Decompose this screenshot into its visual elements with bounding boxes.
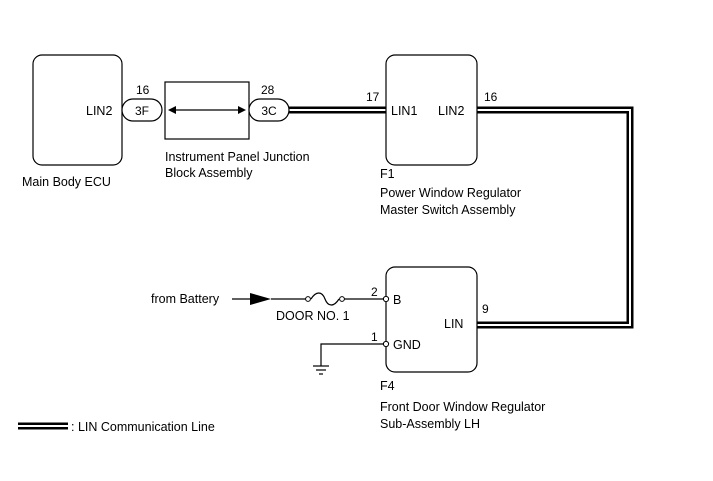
front-door-code: F4 <box>380 379 395 393</box>
main-body-ecu-pin: 16 <box>136 83 150 97</box>
master-switch-pin-17: 17 <box>366 90 380 104</box>
master-switch-box <box>385 54 478 166</box>
front-door-port-b: B <box>393 293 401 307</box>
battery-arrow-icon <box>250 293 271 305</box>
connector-3f <box>121 98 163 122</box>
fuse-icon <box>310 292 340 306</box>
connector-3c-label: 3C <box>261 104 277 118</box>
junction-block-pin: 28 <box>261 83 275 97</box>
from-battery-label: from Battery <box>151 292 220 306</box>
front-door-name-line1: Front Door Window Regulator <box>380 400 545 414</box>
terminal-gnd <box>382 340 390 348</box>
fuse-label: DOOR NO. 1 <box>276 309 350 323</box>
front-door-port-lin: LIN <box>444 317 463 331</box>
master-switch-name-line2: Master Switch Assembly <box>380 203 516 217</box>
master-switch-code: F1 <box>380 167 395 181</box>
master-switch-port-lin1: LIN1 <box>391 104 417 118</box>
junction-arrow-left-icon <box>168 106 176 114</box>
fuse-terminal-right <box>339 296 345 302</box>
terminal-b <box>382 295 390 303</box>
junction-block-name-line1: Instrument Panel Junction <box>165 150 310 164</box>
master-switch-pin-16: 16 <box>484 90 498 104</box>
connector-3c <box>248 98 290 122</box>
front-door-pin-2: 2 <box>371 285 378 299</box>
front-door-regulator-box <box>385 266 478 373</box>
front-door-pin-9: 9 <box>482 302 489 316</box>
connector-3f-label: 3F <box>135 104 149 118</box>
junction-arrow-right-icon <box>238 106 246 114</box>
lin-line-f1-to-f4 <box>476 106 634 329</box>
junction-block-name-line2: Block Assembly <box>165 166 253 180</box>
fuse-terminal-left <box>305 296 311 302</box>
master-switch-name-line1: Power Window Regulator <box>380 186 521 200</box>
front-door-name-line2: Sub-Assembly LH <box>380 417 480 431</box>
front-door-port-gnd: GND <box>393 338 421 352</box>
master-switch-port-lin2: LIN2 <box>438 104 464 118</box>
main-body-ecu-name: Main Body ECU <box>22 175 111 189</box>
legend-label: : LIN Communication Line <box>71 420 215 434</box>
ground-wire <box>320 343 384 366</box>
front-door-pin-1: 1 <box>371 330 378 344</box>
main-body-ecu-port-label: LIN2 <box>86 104 112 118</box>
ground-icon <box>313 365 329 375</box>
